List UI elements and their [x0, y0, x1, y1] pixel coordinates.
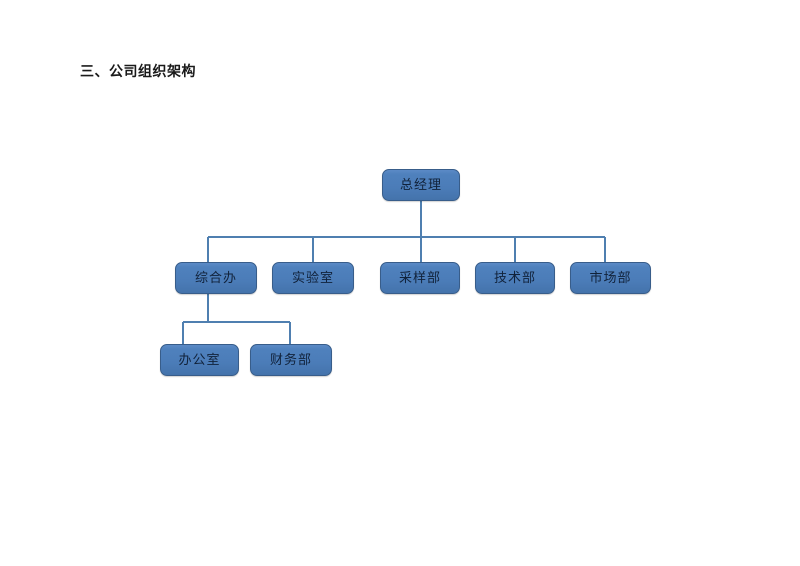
org-node-marketing-department[interactable]: 市场部	[570, 262, 651, 294]
org-node-label: 总经理	[399, 177, 442, 193]
org-node-label: 采样部	[398, 270, 441, 286]
org-node-general-manager[interactable]: 总经理	[382, 169, 460, 201]
org-node-general-affairs[interactable]: 综合办	[175, 262, 257, 294]
org-node-technical-department[interactable]: 技术部	[475, 262, 555, 294]
org-node-label: 综合办	[194, 270, 237, 286]
org-node-sampling-department[interactable]: 采样部	[380, 262, 460, 294]
org-node-label: 市场部	[589, 270, 632, 286]
section-heading: 三、公司组织架构	[80, 64, 196, 80]
org-node-label: 实验室	[291, 270, 334, 286]
org-node-label: 技术部	[493, 270, 536, 286]
org-node-label: 办公室	[178, 352, 221, 368]
org-node-finance-department[interactable]: 财务部	[250, 344, 332, 376]
org-node-label: 财务部	[269, 352, 312, 368]
org-node-office[interactable]: 办公室	[160, 344, 239, 376]
org-node-laboratory[interactable]: 实验室	[272, 262, 354, 294]
